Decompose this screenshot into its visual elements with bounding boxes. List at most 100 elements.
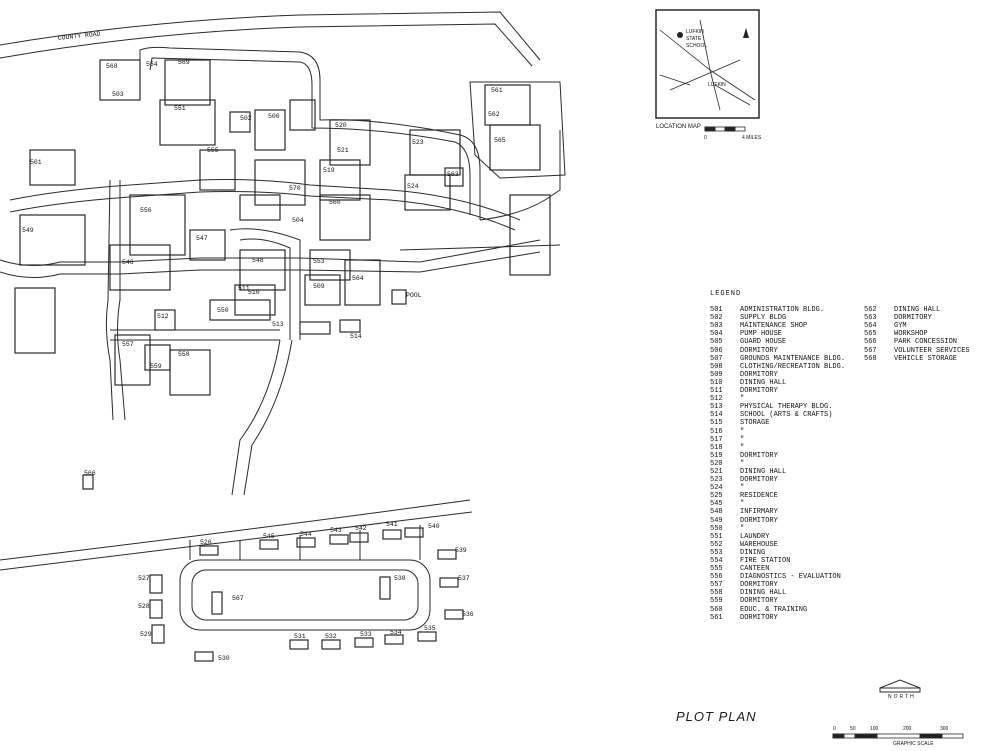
legend-name: DORMITORY: [740, 581, 778, 590]
legend-name: ": [740, 435, 745, 444]
map-label: 527: [138, 575, 150, 582]
map-label: 509: [313, 283, 325, 290]
legend-name: ADMINISTRATION BLDG.: [740, 306, 825, 315]
legend-name: DORMITORY: [894, 314, 932, 323]
legend-name: ": [740, 395, 745, 404]
legend-row: 549 DORMITORY: [710, 517, 870, 525]
map-label: 548: [252, 257, 264, 264]
legend-name: EDUC. & TRAINING: [740, 605, 808, 614]
legend-name: DORMITORY: [740, 516, 778, 525]
map-label: 563: [447, 171, 459, 178]
legend-name: GROUNDS MAINTENANCE BLDG.: [740, 354, 846, 363]
legend-name: DINING: [740, 548, 766, 557]
legend-number: 567: [864, 346, 877, 355]
legend-name: VEHICLE STORAGE: [894, 354, 958, 363]
north-arrow-icon: [743, 28, 749, 38]
legend-number: 549: [710, 516, 723, 525]
scale-tick-200: 200: [903, 726, 912, 732]
legend-number: 563: [864, 314, 877, 323]
legend-row: 545": [710, 500, 870, 508]
map-label: 536: [462, 611, 474, 618]
legend-row: 509 DORMITORY: [710, 371, 870, 379]
legend-number: 561: [710, 613, 723, 622]
legend-name: RESIDENCE: [740, 492, 778, 501]
legend-number: 506: [710, 346, 723, 355]
legend-number: 502: [710, 314, 723, 323]
legend-name: MAINTENANCE SHOP: [740, 322, 808, 331]
legend-row: 552 WAREHOUSE: [710, 541, 870, 549]
legend-number: 552: [710, 540, 723, 549]
legend-number: 551: [710, 532, 723, 541]
map-label: 523: [412, 139, 424, 146]
legend-name: SCHOOL (ARTS & CRAFTS): [740, 411, 833, 420]
location-map-inset: LUFKIN STATE SCHOOL LUFKIN LOCATION MAP …: [655, 9, 762, 141]
scale-tick-300: 300: [940, 726, 949, 732]
map-label: 538: [394, 575, 406, 582]
map-label: 504: [292, 217, 304, 224]
legend-row: 525 RESIDENCE: [710, 492, 870, 500]
legend-number: 556: [710, 573, 723, 582]
map-label: 561: [491, 87, 503, 94]
inset-school-2: STATE: [686, 36, 702, 42]
map-label: 519: [323, 167, 335, 174]
north-symbol: NORTH: [879, 679, 921, 700]
legend-name: PARK CONCESSION: [894, 338, 958, 347]
legend-name: GYM: [894, 322, 907, 331]
map-label: 520: [335, 122, 347, 129]
map-label: 544: [300, 531, 312, 538]
legend-number: 509: [710, 370, 723, 379]
map-label: 531: [294, 633, 306, 640]
legend-number: 508: [710, 362, 723, 371]
map-label: 567: [232, 595, 244, 602]
legend-name: DORMITORY: [740, 597, 778, 606]
legend-row: 516": [710, 428, 870, 436]
map-label: 560: [329, 199, 341, 206]
legend-name: PUMP HOUSE: [740, 330, 783, 339]
legend-number: 550: [710, 524, 723, 533]
legend-name: SUPPLY BLDG: [740, 314, 787, 323]
road-label: COUNTY ROAD: [57, 31, 101, 42]
legend-name: DORMITORY: [740, 370, 778, 379]
map-label: 506: [268, 113, 280, 120]
legend-name: FIRE STATION: [740, 557, 791, 565]
legend-row: 520": [710, 460, 870, 468]
legend-number: 516: [710, 427, 723, 436]
legend-number: 505: [710, 338, 723, 347]
map-label: 535: [424, 625, 436, 632]
map-label: 532: [325, 633, 337, 640]
map-label: 543: [330, 527, 342, 534]
legend-number: 511: [710, 387, 723, 396]
legend-name: DORMITORY: [740, 387, 778, 396]
legend-name: INFIRMARY: [740, 508, 778, 517]
legend-row: 563 DORMITORY: [864, 314, 1004, 322]
map-label: 533: [360, 631, 372, 638]
scale-tick-50: 50: [850, 726, 856, 732]
map-label: 569: [178, 59, 190, 66]
scale-tick-0: 0: [833, 726, 836, 732]
map-label: 514: [350, 333, 362, 340]
legend-name: WAREHOUSE: [740, 540, 778, 549]
north-label: NORTH: [888, 694, 916, 700]
legend-number: 525: [710, 492, 723, 501]
legend-title: LEGEND: [710, 290, 742, 298]
map-label: 565: [494, 137, 506, 144]
inset-caption: LOCATION MAP: [656, 124, 701, 130]
scale-tick-100: 100: [870, 726, 879, 732]
